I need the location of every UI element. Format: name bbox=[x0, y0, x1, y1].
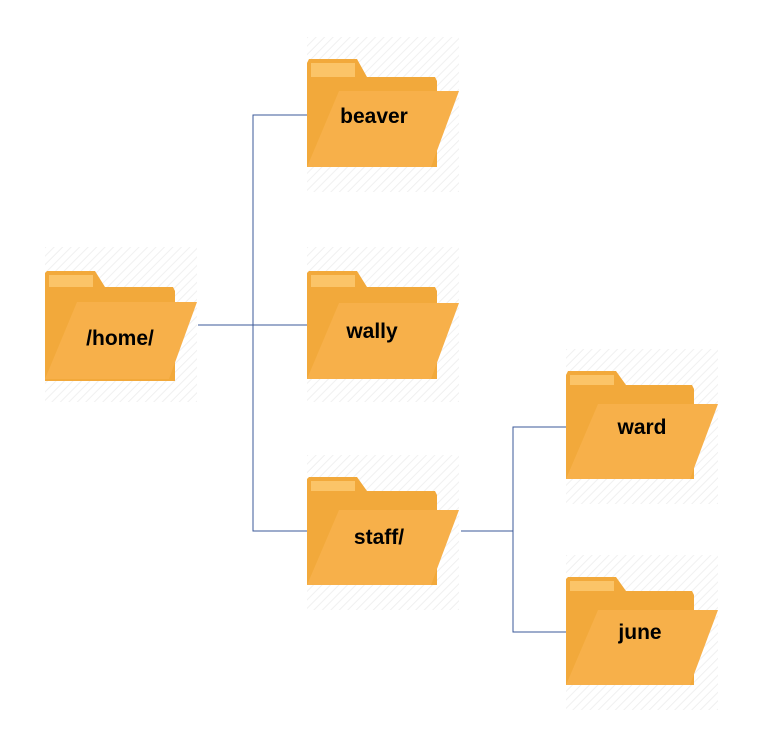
folder-home[interactable]: /home/ bbox=[45, 247, 197, 402]
folder-icon bbox=[566, 371, 718, 479]
folder-staff[interactable]: staff/ bbox=[307, 455, 459, 610]
connector-staff-ward bbox=[461, 426, 566, 532]
folder-label: staff/ bbox=[354, 526, 404, 549]
connectors bbox=[198, 114, 566, 633]
folder-ward[interactable]: ward bbox=[566, 349, 718, 504]
connector-home-staff bbox=[252, 325, 307, 532]
connector-staff-june bbox=[512, 531, 566, 633]
folder-label: beaver bbox=[340, 105, 408, 128]
folder-june[interactable]: june bbox=[566, 555, 718, 710]
folder-beaver[interactable]: beaver bbox=[307, 37, 459, 192]
folder-icon bbox=[307, 271, 459, 379]
folder-label: /home/ bbox=[86, 327, 154, 350]
folder-icon bbox=[307, 477, 459, 585]
folder-label: ward bbox=[616, 416, 666, 439]
connector-home-beaver bbox=[198, 114, 307, 326]
folder-icon bbox=[45, 271, 197, 381]
folder-wally[interactable]: wally bbox=[307, 247, 459, 402]
folder-icon bbox=[307, 59, 459, 167]
folder-label: june bbox=[617, 621, 661, 644]
folder-label: wally bbox=[345, 320, 398, 343]
folder-icon bbox=[566, 577, 718, 685]
